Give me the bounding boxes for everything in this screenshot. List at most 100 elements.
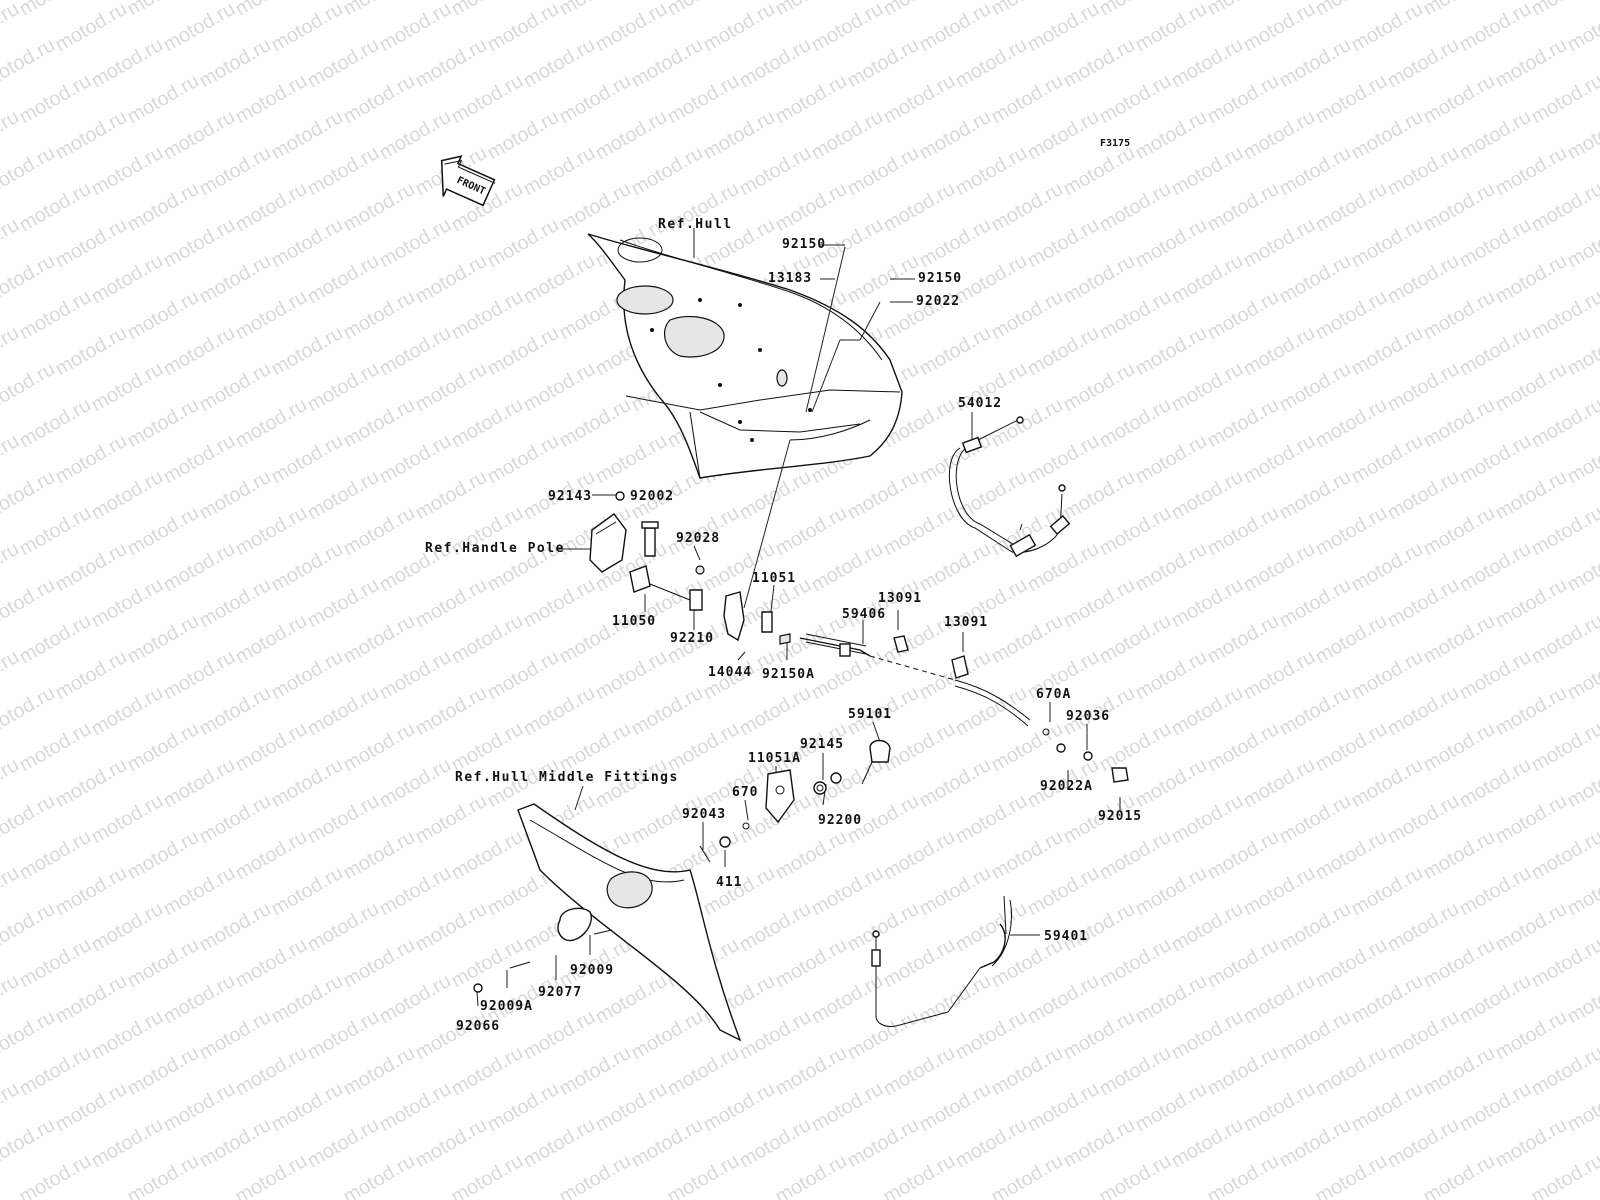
watermark-text: motod.ru [1276, 250, 1355, 309]
watermark-text: motod.ru [484, 0, 563, 56]
watermark-text: motod.ru [448, 1042, 527, 1101]
part-label: 13183 [768, 271, 812, 286]
watermark-text: motod.ru [1060, 466, 1139, 525]
watermark-text: motod.ru [1384, 1114, 1463, 1173]
watermark-text: motod.ru [916, 862, 995, 921]
watermark-text: motod.ru [1132, 430, 1211, 489]
watermark-text: motod.ru [304, 358, 383, 417]
watermark-text: motod.ru [1528, 1150, 1600, 1200]
watermark-text: motod.ru [484, 322, 563, 381]
watermark-text: motod.ru [1312, 394, 1391, 453]
watermark-text: motod.ru [1168, 358, 1247, 417]
watermark-text: motod.ru [1204, 286, 1283, 345]
watermark-text: motod.ru [484, 1078, 563, 1137]
part-label: 92009 [570, 963, 614, 978]
watermark-text: motod.ru [1204, 178, 1283, 237]
watermark-text: motod.ru [376, 970, 455, 1029]
watermark-text: motod.ru [808, 106, 887, 165]
watermark-text: motod.ru [952, 142, 1031, 201]
watermark-text: motod.ru [1528, 178, 1600, 237]
watermark-text: motod.ru [628, 34, 707, 93]
watermark-text: motod.ru [808, 862, 887, 921]
watermark-text: motod.ru [268, 538, 347, 597]
watermark-text: motod.ru [1204, 70, 1283, 129]
part-label: 92077 [538, 985, 582, 1000]
watermark-text: motod.ru [700, 862, 779, 921]
watermark-text: motod.ru [1564, 754, 1600, 813]
watermark-text: motod.ru [1528, 934, 1600, 993]
watermark-text: motod.ru [1096, 178, 1175, 237]
watermark-text: motod.ru [340, 286, 419, 345]
watermark-text: motod.ru [916, 430, 995, 489]
watermark-text: motod.ru [52, 322, 131, 381]
watermark-text: motod.ru [1204, 934, 1283, 993]
part-label: 92022 [916, 294, 960, 309]
watermark-text: motod.ru [412, 358, 491, 417]
watermark-text: motod.ru [160, 862, 239, 921]
watermark-text: motod.ru [448, 0, 527, 20]
watermark-text: motod.ru [1420, 502, 1499, 561]
watermark-text: motod.ru [1276, 574, 1355, 633]
watermark-text: motod.ru [1240, 0, 1319, 56]
watermark-text: motod.ru [88, 142, 167, 201]
watermark-text: motod.ru [1348, 970, 1427, 1029]
watermark-text: motod.ru [232, 70, 311, 129]
watermark-text: motod.ru [1564, 322, 1600, 381]
watermark-text: motod.ru [1132, 214, 1211, 273]
watermark-text: motod.ru [340, 1150, 419, 1200]
watermark-text: motod.ru [340, 1042, 419, 1101]
watermark-text: motod.ru [268, 0, 347, 56]
watermark-text: motod.ru [700, 0, 779, 56]
watermark-text: motod.ru [700, 106, 779, 165]
watermark-text: motod.ru [1204, 1042, 1283, 1101]
watermark-text: motod.ru [124, 0, 203, 20]
watermark-text: motod.ru [700, 538, 779, 597]
watermark-text: motod.ru [268, 862, 347, 921]
watermark-text: motod.ru [1492, 574, 1571, 633]
watermark-text: motod.ru [232, 1150, 311, 1200]
watermark-text: motod.ru [160, 0, 239, 56]
watermark-text: motod.ru [1240, 970, 1319, 1029]
hull-illustration [587, 233, 903, 479]
watermark-text: motod.ru [1420, 1042, 1499, 1101]
watermark-text: motod.ru [16, 1150, 95, 1200]
watermark-text: motod.ru [484, 106, 563, 165]
part-label: 92143 [548, 489, 592, 504]
watermark-text: motod.ru [988, 1150, 1067, 1200]
watermark-text: motod.ru [952, 1006, 1031, 1065]
watermark-text: motod.ru [1204, 718, 1283, 777]
watermark-text: motod.ru [880, 0, 959, 20]
watermark-text: motod.ru [232, 718, 311, 777]
watermark-text: motod.ru [160, 322, 239, 381]
watermark-text: motod.ru [1060, 142, 1139, 201]
watermark-text: motod.ru [1096, 934, 1175, 993]
watermark-text: motod.ru [916, 214, 995, 273]
watermark-text: motod.ru [1024, 430, 1103, 489]
watermark-text: motod.ru [160, 106, 239, 165]
watermark-text: motod.ru [1240, 430, 1319, 489]
watermark-text: motod.ru [664, 70, 743, 129]
watermark-text: motod.ru [736, 898, 815, 957]
watermark-text: motod.ru [1492, 358, 1571, 417]
watermark-text: motod.ru [340, 394, 419, 453]
watermark-text: motod.ru [16, 826, 95, 885]
watermark-text: motod.ru [1492, 142, 1571, 201]
watermark-text: motod.ru [1492, 250, 1571, 309]
watermark-text: motod.ru [196, 250, 275, 309]
watermark-text: motod.ru [592, 970, 671, 1029]
watermark-text: motod.ru [1024, 322, 1103, 381]
watermark-text: motod.ru [736, 1006, 815, 1065]
watermark-text: motod.ru [196, 1006, 275, 1065]
watermark-text: motod.ru [808, 538, 887, 597]
part-label: 92022A [1040, 779, 1093, 794]
watermark-text: motod.ru [1276, 466, 1355, 525]
watermark-text: motod.ru [1276, 34, 1355, 93]
watermark-text: motod.ru [268, 646, 347, 705]
watermark-text: motod.ru [1240, 754, 1319, 813]
watermark-text: motod.ru [196, 682, 275, 741]
watermark-text: motod.ru [1384, 358, 1463, 417]
watermark-text: motod.ru [916, 1078, 995, 1137]
watermark-text: motod.ru [304, 790, 383, 849]
watermark-text: motod.ru [844, 1006, 923, 1065]
